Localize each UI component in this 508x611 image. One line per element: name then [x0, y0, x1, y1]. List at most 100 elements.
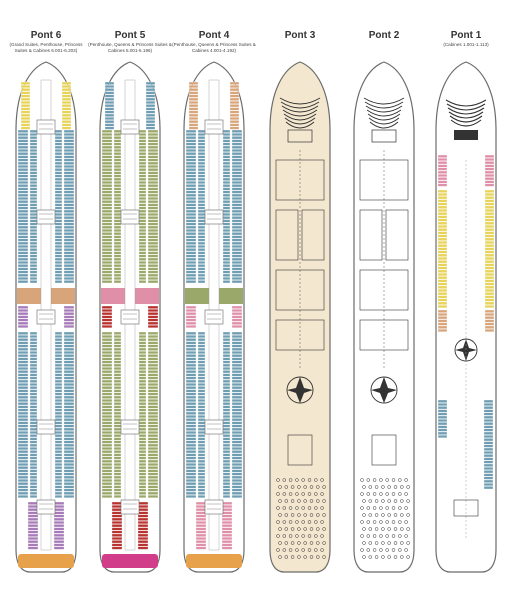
cabin-cell — [113, 463, 122, 466]
cabin-cell — [222, 174, 231, 178]
cabin-cell — [197, 187, 206, 191]
cabin-cell — [231, 318, 243, 322]
cabin-cell — [113, 206, 122, 210]
theatre-row — [368, 117, 400, 125]
cabin-cell — [147, 472, 159, 476]
cabin-cell — [222, 184, 231, 188]
table — [406, 541, 410, 545]
cabin-cell — [63, 200, 75, 204]
cabin-cell — [17, 235, 29, 239]
cabin-cell — [437, 231, 448, 235]
table — [290, 541, 295, 545]
cabin-cell — [17, 383, 29, 386]
theatre — [279, 97, 321, 143]
cabin-cell — [231, 190, 243, 194]
cabin-cell — [437, 189, 448, 193]
cabin-cell — [222, 459, 231, 463]
cabin-cell — [63, 190, 75, 194]
cabin-cell — [101, 472, 113, 476]
cabin-cell — [101, 370, 113, 374]
cabin-cell — [197, 152, 206, 156]
cabin-cell — [185, 174, 197, 178]
cabin-cell — [54, 363, 63, 367]
cabin-cell — [145, 123, 156, 127]
cabin-cell — [29, 386, 38, 390]
cabin-cell — [231, 261, 243, 264]
cabin-cell — [437, 319, 448, 323]
cabin-cell — [63, 360, 75, 364]
cabin-cell — [147, 184, 159, 188]
cabin-cell — [147, 434, 159, 438]
table — [362, 513, 366, 517]
cabin-cell — [437, 234, 448, 238]
cabin-cell — [437, 237, 448, 241]
cabin-cell — [229, 104, 240, 108]
cabin-cell — [63, 392, 75, 396]
cabin-cell — [197, 447, 206, 450]
table — [282, 548, 287, 552]
cabin-cell — [101, 431, 113, 434]
deck-plan-4 — [183, 61, 245, 573]
cabin-cell — [437, 257, 448, 260]
cabin-cell — [63, 456, 75, 460]
cabin-cell — [222, 485, 231, 489]
cabin-cell — [61, 126, 72, 130]
cabin-cell — [101, 325, 113, 328]
cabin-cell — [185, 463, 197, 466]
cabin-cell — [185, 197, 197, 200]
table — [288, 520, 293, 524]
cabin-cell — [197, 338, 206, 342]
cabin-cell — [138, 251, 147, 255]
cabin-cell — [197, 248, 206, 252]
table — [276, 492, 280, 496]
cabin-cell — [29, 440, 38, 444]
table — [372, 520, 377, 524]
cabin-cell — [197, 245, 206, 248]
cabin-cell — [113, 267, 122, 271]
cabin-cell — [222, 229, 231, 232]
cabin-cell — [101, 408, 113, 412]
cabin-cell — [113, 399, 122, 402]
cabin-cell — [29, 344, 38, 348]
table — [400, 499, 404, 503]
table — [368, 513, 373, 517]
cabin-cell — [222, 181, 231, 184]
cabin-cell — [17, 459, 29, 463]
cabin-cell — [195, 501, 207, 505]
table — [387, 499, 391, 503]
cabin-cell — [17, 450, 29, 454]
cabin-cell — [29, 177, 38, 181]
cabin-cell — [29, 149, 38, 152]
cabin-cell — [61, 110, 72, 114]
cabin-cell — [29, 277, 38, 280]
cabin-cell — [437, 325, 448, 329]
cabin-cell — [101, 129, 113, 133]
cabin-cell — [54, 203, 63, 207]
cabin-cell — [197, 280, 206, 284]
table — [398, 548, 402, 552]
cabin-cell — [437, 425, 448, 429]
cabin-cell — [113, 145, 122, 149]
cabin-cell — [138, 193, 147, 197]
cabin-cell — [101, 238, 113, 242]
cabin-cell — [147, 440, 159, 444]
cabin-cell — [231, 482, 243, 486]
cabin-cell — [138, 386, 147, 390]
cabin-cell — [111, 511, 123, 515]
cabin-cell — [113, 466, 122, 470]
table — [276, 534, 280, 538]
cabin-blocks — [101, 81, 159, 568]
cabin-cell — [138, 133, 147, 136]
cabin-cell — [17, 475, 29, 479]
cabin-cell — [222, 488, 231, 492]
cabin-cell — [101, 373, 113, 377]
cabin-cell — [437, 221, 448, 225]
cabin-cell — [138, 158, 147, 162]
cabin-cell — [138, 190, 147, 194]
table — [307, 520, 312, 524]
table — [297, 527, 301, 531]
cabin-cell — [54, 145, 63, 149]
table — [316, 527, 320, 531]
cabin-cell — [104, 88, 115, 92]
cabin-cell — [54, 427, 63, 431]
